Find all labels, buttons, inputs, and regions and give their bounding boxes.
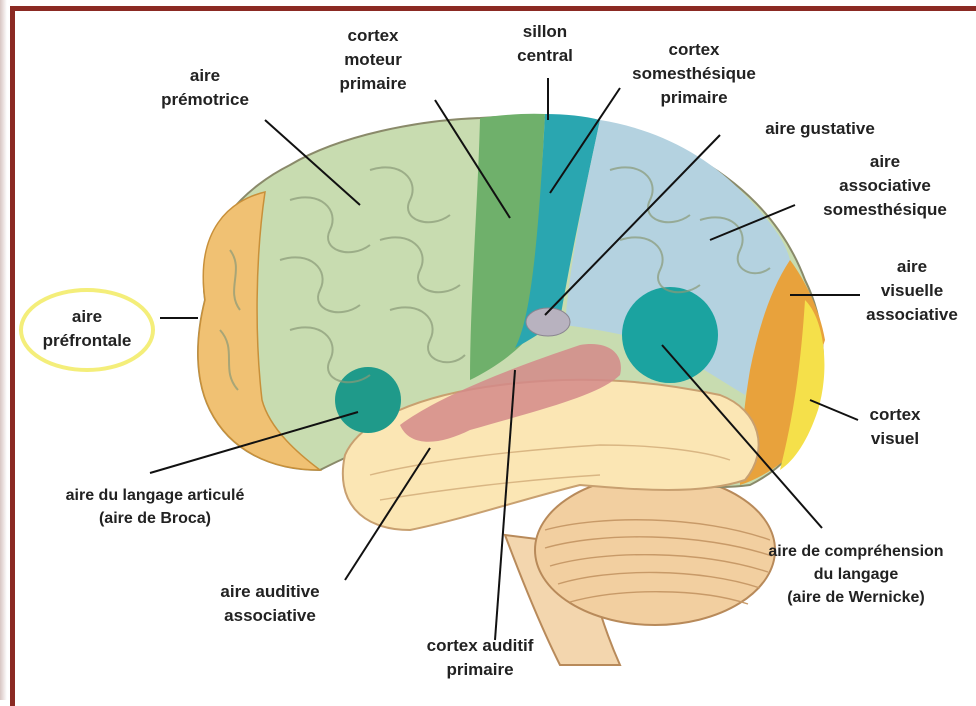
label-aire-visuelle-associative: aire visuelle associative: [850, 255, 974, 327]
label-cortex-somesthesique-primaire: cortex somesthésique primaire: [604, 38, 784, 110]
label-aire-premotrice: aire prémotrice: [145, 64, 265, 112]
label-cortex-visuel: cortex visuel: [845, 403, 945, 451]
label-aire-langage-articule: aire du langage articulé (aire de Broca): [30, 484, 280, 530]
region-wernicke: [622, 287, 718, 383]
label-aire-auditive-associative: aire auditive associative: [195, 580, 345, 628]
label-aire-associative-somesthesique: aire associative somesthésique: [796, 150, 974, 222]
label-cortex-moteur-primaire: cortex moteur primaire: [318, 24, 428, 96]
label-aire-comprehension-langage: aire de compréhension du langage (aire d…: [738, 540, 974, 609]
label-aire-gustative: aire gustative: [735, 117, 905, 141]
label-sillon-central: sillon central: [495, 20, 595, 68]
label-cortex-auditif-primaire: cortex auditif primaire: [395, 634, 565, 682]
label-aire-prefrontale: aire préfrontale: [22, 305, 152, 353]
